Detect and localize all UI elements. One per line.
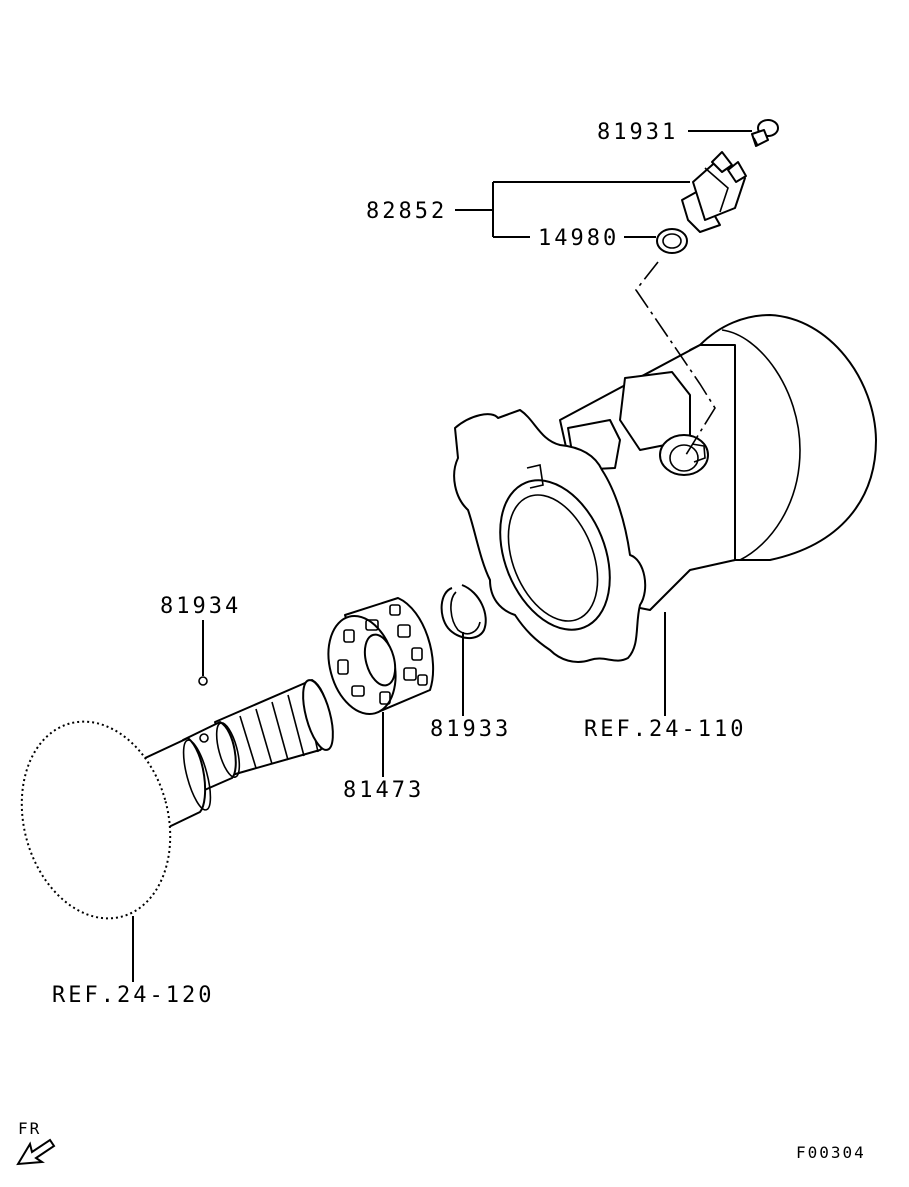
label-ref-24-110: REF.24-110: [584, 717, 746, 742]
label-81473: 81473: [343, 778, 424, 803]
transfer-housing: [453, 314, 877, 663]
label-81934: 81934: [160, 594, 241, 619]
label-14980: 14980: [538, 226, 619, 251]
mark-81934: [198, 676, 208, 686]
label-81933: 81933: [430, 717, 511, 742]
label-81931: 81931: [597, 120, 678, 145]
snap-ring-81933: [440, 584, 487, 639]
o-ring-14980: [656, 228, 688, 254]
label-82852: 82852: [366, 199, 447, 224]
output-shaft: [20, 679, 334, 920]
front-direction-arrow-icon: [16, 1138, 56, 1166]
front-direction-indicator: FR: [16, 1119, 56, 1166]
speed-sensor-82852: [681, 151, 747, 233]
roller-bearing-81473: [327, 597, 435, 716]
label-ref-24-120: REF.24-120: [52, 983, 214, 1008]
figure-id: F00304: [796, 1143, 866, 1162]
fr-label: FR: [18, 1119, 41, 1138]
leader-lines: [132, 130, 752, 982]
bolt-81931: [751, 119, 779, 147]
